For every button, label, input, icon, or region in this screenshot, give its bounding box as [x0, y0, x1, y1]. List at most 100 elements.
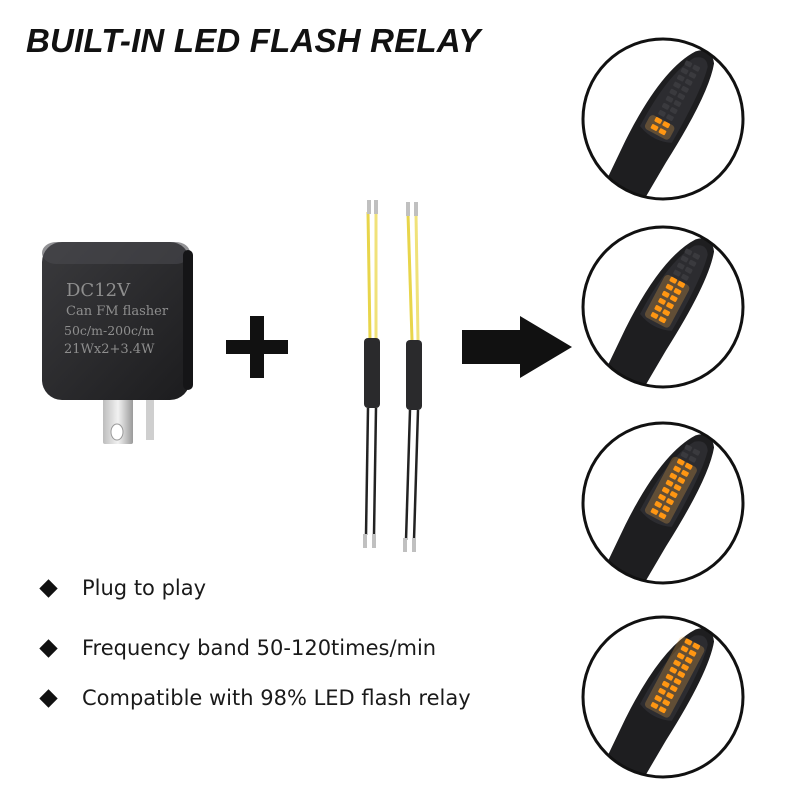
led-segment: [673, 100, 682, 107]
led-segment: [665, 673, 674, 681]
led-segment: [650, 312, 659, 319]
led-segment: [684, 266, 693, 274]
led-segment: [654, 117, 663, 124]
right-arrow-icon: [462, 316, 572, 378]
led-segment: [673, 678, 682, 685]
led-segment: [669, 276, 678, 284]
led-segment: [658, 706, 667, 714]
lamp-view-1: [580, 36, 746, 202]
led-segment: [658, 687, 666, 695]
led-segment: [650, 124, 659, 131]
led-segment: [680, 451, 689, 459]
led-segment: [658, 493, 666, 501]
relay-voltage-label: DC12V: [66, 280, 131, 301]
led-segment: [662, 121, 671, 129]
led-segment: [650, 508, 659, 515]
led-segment: [688, 649, 697, 657]
feature-text: Plug to play: [82, 576, 207, 600]
led-segment: [661, 486, 670, 494]
led-segment: [669, 107, 678, 114]
led-segment: [677, 670, 686, 678]
led-segment: [665, 479, 674, 487]
feature-text: Compatible with 98% LED flash relay: [82, 686, 471, 710]
led-segment: [661, 102, 670, 110]
led-segment: [666, 498, 674, 506]
led-segment: [681, 663, 689, 671]
led-segment: [662, 309, 671, 317]
harness-left: [363, 200, 380, 548]
led-segment: [684, 462, 693, 470]
led-segment: [688, 259, 697, 267]
relay-name-label: Can FM flasher: [66, 304, 169, 319]
led-segment: [677, 92, 686, 100]
led-segment: [669, 88, 678, 96]
lamp-view-3: [580, 420, 746, 586]
led-segment: [658, 316, 667, 324]
led-segment: [680, 645, 689, 653]
plus-icon: [226, 316, 288, 378]
feature-item-1: Plug to play: [39, 574, 207, 602]
led-segment: [688, 71, 697, 79]
led-segment: [658, 128, 667, 136]
led-segment: [684, 248, 693, 256]
relay-load-label: 21Wx2+3.4W: [64, 342, 155, 357]
led-segment: [661, 680, 670, 688]
led-segment: [665, 283, 674, 291]
wire-harness-image: [340, 190, 450, 570]
relay-rate-label: 50c/m-200c/m: [64, 323, 155, 338]
led-segment: [673, 465, 681, 473]
led-segment: [676, 262, 685, 270]
led-segment: [676, 458, 685, 466]
led-segment: [688, 455, 697, 463]
led-segment: [658, 512, 667, 520]
diamond-bullet-icon: [39, 578, 58, 598]
led-segment: [677, 280, 686, 288]
harness-right: [403, 202, 422, 552]
led-segment: [680, 255, 689, 263]
led-segment: [684, 444, 693, 452]
led-segment: [676, 652, 685, 660]
led-segment: [665, 95, 674, 103]
led-segment: [666, 692, 674, 700]
flasher-relay-image: DC12V Can FM flasher 50c/m-200c/m 21Wx2+…: [28, 220, 208, 450]
led-segment: [673, 288, 682, 295]
feature-item-3: Compatible with 98% LED flash relay: [39, 684, 471, 712]
lamp-view-2: [580, 224, 746, 390]
led-segment: [684, 656, 693, 664]
diamond-bullet-icon: [39, 688, 58, 708]
led-segment: [684, 60, 693, 68]
led-segment: [661, 290, 670, 298]
led-segment: [662, 699, 671, 707]
lamp-view-4: [580, 614, 746, 780]
led-segment: [692, 642, 701, 650]
led-segment: [673, 484, 682, 491]
feature-text: Frequency band 50-120times/min: [82, 636, 437, 660]
page-title: BUILT-IN LED FLASH RELAY: [26, 22, 481, 59]
diamond-bullet-icon: [39, 638, 58, 658]
led-segment: [677, 476, 686, 484]
led-segment: [681, 85, 689, 93]
led-segment: [673, 659, 681, 667]
led-segment: [654, 501, 663, 508]
led-segment: [673, 269, 681, 277]
led-segment: [666, 302, 674, 310]
led-segment: [692, 64, 701, 72]
led-segment: [669, 685, 678, 692]
led-segment: [666, 114, 674, 122]
led-segment: [684, 78, 693, 86]
led-segment: [669, 666, 678, 674]
led-segment: [681, 469, 689, 477]
led-segment: [654, 305, 663, 312]
led-segment: [684, 638, 693, 646]
led-segment: [662, 505, 671, 513]
led-segment: [676, 74, 685, 82]
led-segment: [654, 695, 663, 702]
led-segment: [673, 81, 681, 89]
led-segment: [681, 273, 689, 281]
led-segment: [658, 109, 666, 117]
led-segment: [658, 297, 666, 305]
feature-item-2: Frequency band 50-120times/min: [39, 634, 437, 662]
led-segment: [680, 67, 689, 75]
led-segment: [669, 472, 678, 480]
led-segment: [692, 448, 701, 456]
